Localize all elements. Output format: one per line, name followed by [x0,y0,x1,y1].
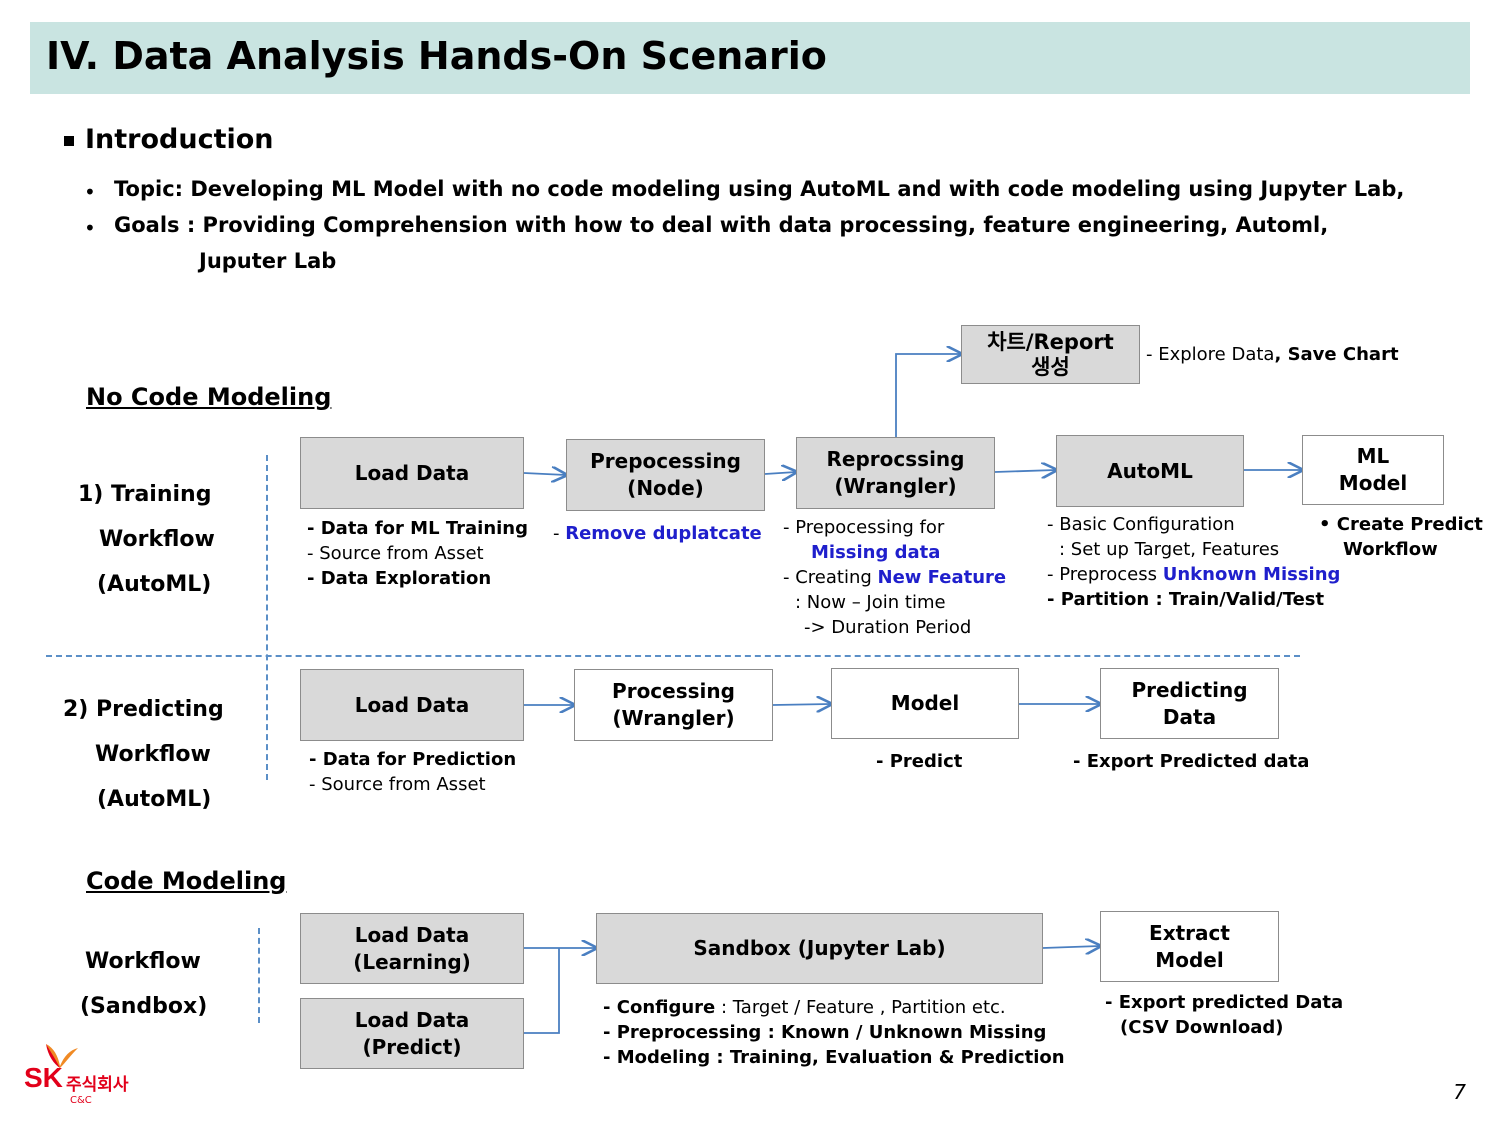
intro-topic: Topic: Developing ML Model with no code … [114,177,1405,201]
page-title: IV. Data Analysis Hands-On Scenario [46,34,827,78]
predicting-data-box: Predicting Data [1100,668,1279,739]
vertical-divider [266,455,268,780]
vertical-divider-code [258,928,260,1023]
automl-notes: - Basic Configuration : Set up Target, F… [1047,514,1341,610]
horizontal-divider [46,655,1300,657]
arrow-sandbox-extract [1042,946,1100,948]
arrow-proc-model [772,704,831,705]
title-bar [30,22,1470,94]
prep-notes: - Remove duplatcate [553,523,762,544]
predicting-load-notes: - Data for Prediction - Source from Asse… [309,749,517,795]
extract-model-box: Extract Model [1100,911,1279,982]
bullet-dot-icon: • [84,216,96,240]
extract-notes: - Export predicted Data (CSV Download) [1105,992,1344,1038]
code-heading: Code Modeling [86,867,287,895]
arrow-reproc-chart [895,354,961,437]
load-data-predict-box: Load Data (Predict) [300,998,524,1069]
training-load-data-box: Load Data [300,437,524,509]
predicting-load-data-box: Load Data [300,669,524,741]
processing-wrangler-box: Processing (Wrangler) [574,669,773,741]
chart-report-box: 차트/Report 생성 [961,325,1140,384]
training-label-line2: Workflow [99,527,215,552]
automl-box: AutoML [1056,435,1244,507]
predicting-label-line1: 2) Predicting [63,697,224,722]
training-label-line1: 1) Training [78,482,212,507]
ml-model-box: ML Model [1302,435,1444,505]
predicting-label-line3: (AutoML) [97,787,212,812]
logo-sk: SK [24,1062,63,1093]
page-number: 7 [1453,1080,1466,1104]
model-box: Model [831,668,1019,739]
sk-butterfly-logo-icon [46,1044,78,1068]
reprocssing-wrangler-box: Reprocssing (Wrangler) [796,437,995,509]
bullet-dot-icon: • [84,180,96,204]
training-label-line3: (AutoML) [97,572,212,597]
predicting-label: 2) Predicting Workflow (AutoML) [63,687,224,822]
intro-heading: Introduction [85,124,274,155]
bullet-square-icon [64,136,74,146]
logo-cc: C&C [70,1095,92,1106]
sandbox-notes: - Configure : Target / Feature , Partiti… [603,997,1065,1068]
predicting-data-notes: - Export Predicted data [1073,751,1310,772]
chart-report-note: - Explore Data, Save Chart [1146,344,1399,365]
sandbox-label: Workflow (Sandbox) [80,939,207,1029]
arrow-load-prep [523,473,566,475]
predicting-label-line2: Workflow [95,742,211,767]
sandbox-label-line1: Workflow [85,949,201,974]
intro-goals: Goals : Providing Comprehension with how… [114,213,1329,237]
prepocessing-node-box: Prepocessing (Node) [566,439,765,511]
logo-company: 주식회사 [66,1075,129,1095]
training-load-notes: - Data for ML Training - Source from Ass… [307,518,529,589]
model-notes: - Predict [876,751,963,772]
intro-goals-cont: Juputer Lab [199,249,337,273]
nocode-heading: No Code Modeling [86,383,332,411]
load-data-learning-box: Load Data (Learning) [300,913,524,984]
ml-model-notes: • Create Predict Workflow [1319,514,1483,560]
arrow-prep-reproc [764,472,796,474]
reproc-notes: - Prepocessing for Missing data - Creati… [783,517,1007,638]
training-label: 1) Training Workflow (AutoML) [78,472,215,607]
arrow-predict-join [524,948,560,1034]
arrow-reproc-automl [994,470,1056,472]
sandbox-jupyter-box: Sandbox (Jupyter Lab) [596,913,1043,984]
sandbox-label-line2: (Sandbox) [80,994,208,1019]
